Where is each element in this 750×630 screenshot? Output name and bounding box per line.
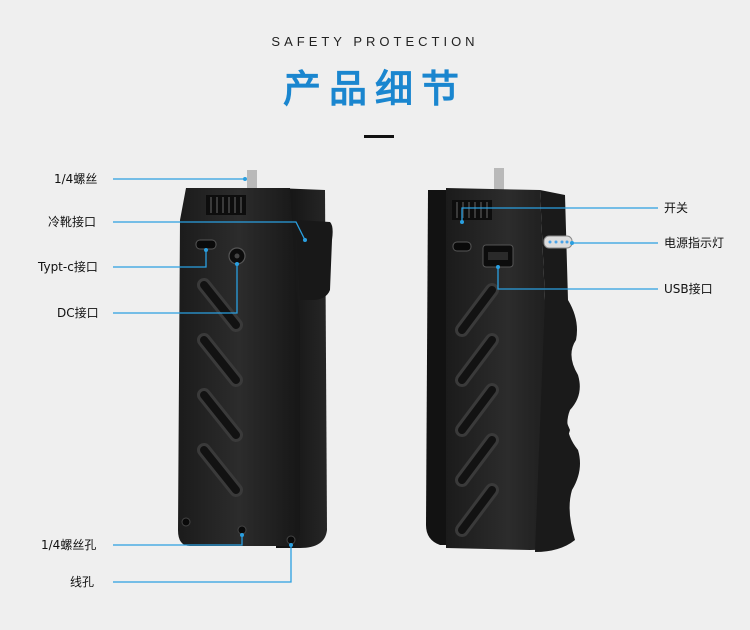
leader-dc [113, 264, 238, 314]
right-screw [494, 168, 504, 190]
wire-hole [286, 535, 296, 545]
section-title: 产品细节 [282, 67, 467, 111]
callout-usb: USB接口 [664, 282, 713, 296]
callout-switch: 开关 [664, 201, 689, 215]
callout-screw: 1/4螺丝 [54, 172, 98, 186]
typec-port [195, 239, 217, 250]
title-divider [364, 135, 394, 138]
callout-typec: Typt-c接口 [38, 260, 98, 274]
leader-usb [497, 267, 658, 290]
callout-wire-hole: 线孔 [70, 575, 95, 589]
leader-wire-hole [113, 545, 292, 583]
leader-screw-hole [113, 535, 243, 546]
callout-indicator: 电源指示灯 [664, 236, 725, 250]
callout-dc: DC接口 [57, 306, 99, 320]
right-grip-waves [535, 190, 580, 552]
section-subtitle: SAFETY PROTECTION [271, 34, 479, 49]
left-screw [247, 170, 257, 188]
right-grip [426, 168, 580, 552]
left-grip [178, 170, 333, 548]
leader-cold-shoe [113, 221, 306, 241]
leader-typec [113, 250, 207, 268]
leader-switch [461, 207, 658, 222]
leader-lines [113, 178, 658, 583]
callout-cold-shoe: 冷靴接口 [48, 215, 97, 229]
power-switch [452, 241, 472, 252]
callout-screw-hole: 1/4螺丝孔 [41, 538, 97, 552]
